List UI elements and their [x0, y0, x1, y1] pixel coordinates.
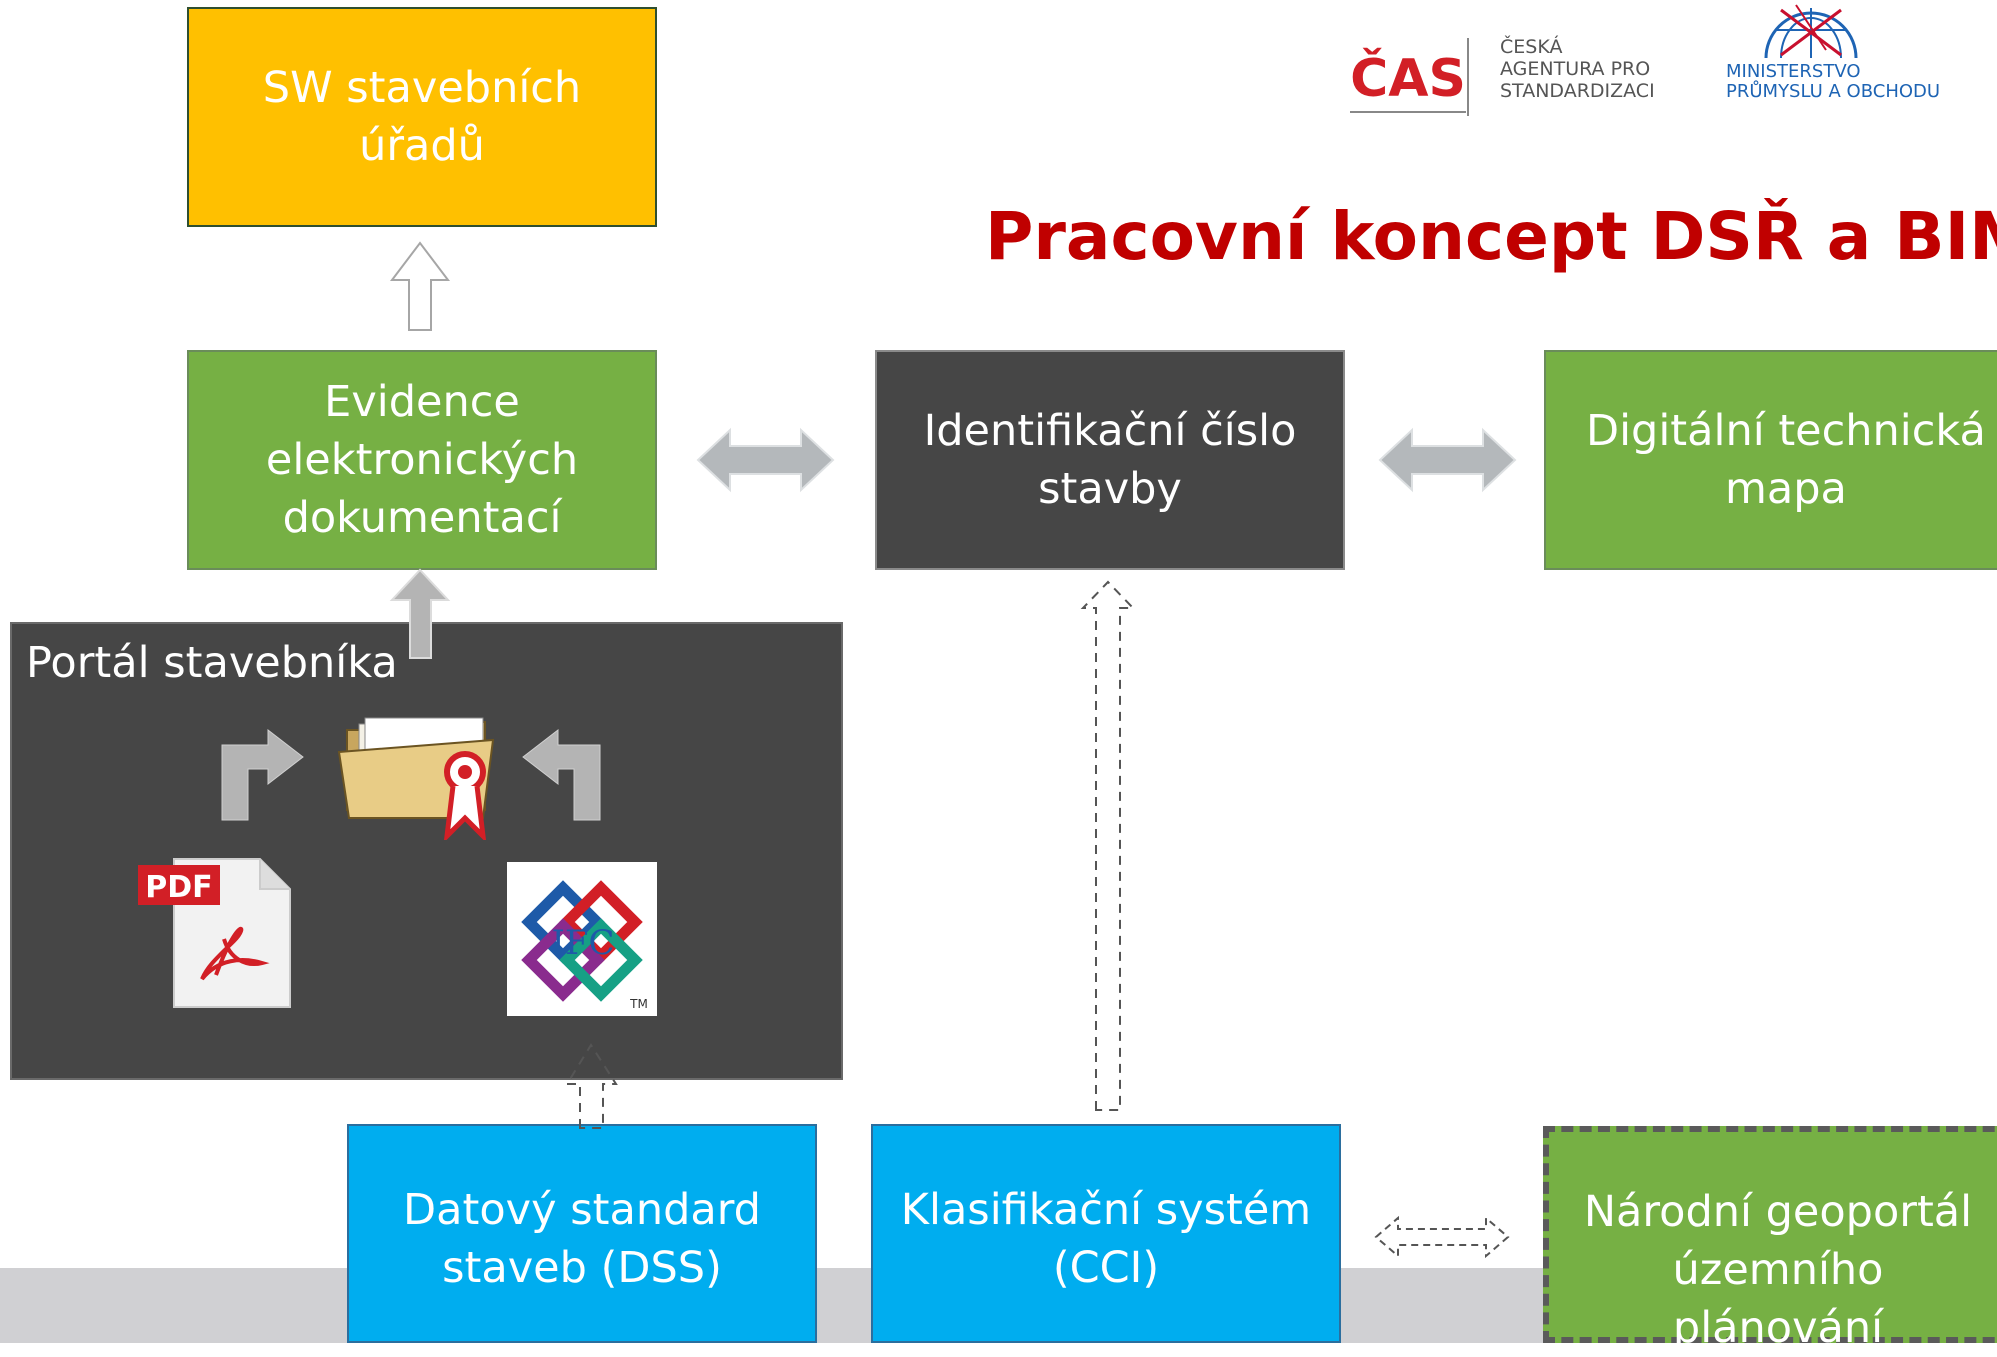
bent-arrow-ifc-to-folder	[522, 728, 601, 821]
ifc-logo: IFC TM	[507, 862, 657, 1016]
box-narodni-geoportal: Národní geoportál územního plánování	[1543, 1126, 1997, 1353]
arrow-evidence-to-sw	[389, 241, 451, 331]
ifc-tm-label: TM	[629, 997, 648, 1011]
page-title: Pracovní koncept DSŘ a BIM:	[985, 198, 1997, 275]
pdf-file-icon: PDF	[138, 855, 298, 1010]
double-arrow-identifikacni-dtm	[1378, 427, 1517, 493]
cas-logo-mark: ČAS	[1350, 38, 1469, 116]
cas-logo: ČAS ČESKÁ AGENTURA PRO STANDARDIZACI	[1348, 28, 1678, 118]
arrow-portal-to-evidence	[389, 568, 451, 659]
cas-logo-lettering: ČAS	[1350, 47, 1466, 109]
dashed-arrow-dss-to-portal	[565, 1043, 618, 1129]
box-sw-stavebnich-uradu: SW stavebních úřadů	[187, 7, 657, 227]
box-datovy-standard: Datový standard staveb (DSS)	[347, 1124, 817, 1343]
pdf-label: PDF	[145, 870, 212, 905]
box-evidence-dokumentaci: Evidence elektronických dokumentací	[187, 350, 657, 570]
ifc-label: IFC	[551, 923, 614, 963]
dashed-arrow-cci-to-identifikacni	[1080, 580, 1136, 1111]
mpo-globe-icon	[1764, 4, 1858, 59]
double-arrow-evidence-identifikacni	[696, 427, 835, 493]
portal-stavebnika-panel	[10, 622, 843, 1080]
box-identifikacni-cislo: Identifikační číslo stavby	[875, 350, 1345, 570]
box-klasifikacni-system: Klasifikační systém (CCI)	[871, 1124, 1341, 1343]
portal-stavebnika-label: Portál stavebníka	[26, 638, 398, 688]
box-digitalni-technicka-mapa: Digitální technická mapa	[1544, 350, 1997, 570]
folder-certificate-icon	[337, 717, 495, 840]
dashed-double-arrow-cci-geoportal	[1374, 1215, 1510, 1259]
mpo-logo-text: MINISTERSTVO PRŮMYSLU A OBCHODU	[1726, 61, 1941, 102]
cas-logo-text: ČESKÁ AGENTURA PRO STANDARDIZACI	[1500, 36, 1655, 102]
bent-arrow-pdf-to-folder	[221, 728, 304, 821]
mpo-logo: MINISTERSTVO PRŮMYSLU A OBCHODU	[1726, 0, 1976, 118]
